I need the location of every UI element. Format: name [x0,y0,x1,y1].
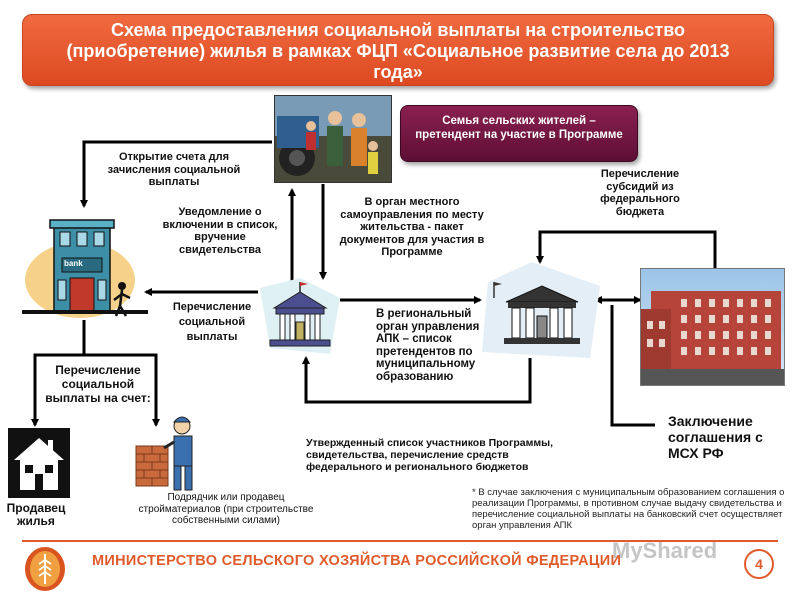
local-government-icon [260,278,340,354]
label-notification: Уведомление о включении в список, вручен… [162,206,278,256]
bank-icon [22,210,148,320]
arrow-to-contractor [84,353,160,427]
page-number: 4 [744,549,774,579]
family-photo [274,95,392,183]
bank-sign: bank [64,259,83,268]
arrow-approved-list [302,356,532,404]
label-seller: Продавец жилья [6,501,66,528]
label-to-local-gov: В орган местного самоуправления по месту… [339,196,485,258]
label-contractor: Подрядчик или продавец стройматериалов (… [138,492,314,526]
footnote: * В случае заключения с муниципальным об… [472,487,785,531]
label-account-opening: Открытие счета для зачисления социальной… [107,151,241,188]
footer-divider [22,540,778,542]
arrow-to-seller [31,320,86,427]
arrow-subsidy [536,230,717,268]
agreement-line [610,305,655,427]
regional-agro-office-icon [482,262,600,358]
label-agreement: Заключение соглашения с МСХ РФ [668,413,763,461]
ministry-emblem [24,546,66,592]
contractor-icon [134,412,200,494]
family-box: Семья сельских жителей – претендент на у… [400,105,638,162]
footer-ministry-name: МИНИСТЕРСТВО СЕЛЬСКОГО ХОЗЯЙСТВА РОССИЙС… [92,553,622,569]
watermark: MyShared [612,538,718,563]
page-title: Схема предоставления социальной выплаты … [22,14,774,86]
label-approved-list: Утвержденный список участников Программы… [306,437,554,473]
label-transfer-to-account: Перечисление социальной выплаты на счет: [45,363,151,405]
ministry-building-photo [640,268,785,386]
house-icon [8,428,70,498]
arrow-account-opening [80,140,272,208]
label-subsidy-transfer: Перечисление субсидий из федерального бю… [600,168,680,218]
label-regional-agro: В региональный орган управления АПК – сп… [376,308,480,383]
label-social-transfer: Перечисление социальной выплаты [172,301,252,343]
